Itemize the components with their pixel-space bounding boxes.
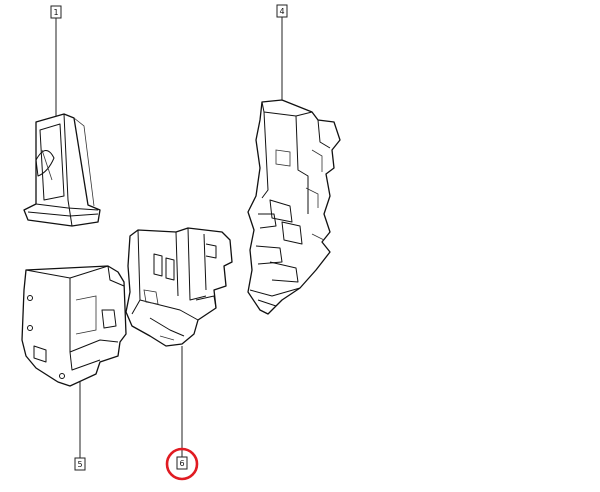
part-4-module[interactable] [247,99,341,315]
callout-4-label: 4 [279,7,284,16]
callout-6-label: 6 [179,459,184,468]
callout-5[interactable]: 5 [74,457,86,471]
part-1-bracket[interactable] [23,113,101,227]
callout-1-label: 1 [53,8,58,17]
part-5-housing[interactable] [21,265,127,387]
part-6-bracket[interactable] [125,227,233,347]
callout-6[interactable]: 6 [176,456,188,470]
highlight-circle [165,447,199,481]
callout-5-label: 5 [77,460,82,469]
callout-4[interactable]: 4 [276,4,288,18]
callout-1[interactable]: 1 [50,5,62,19]
